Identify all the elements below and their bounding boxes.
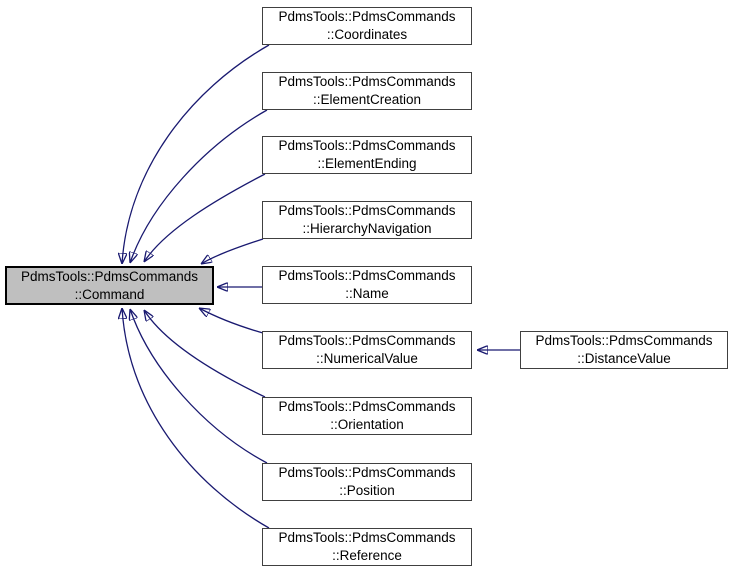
node-name-line2: ::Name [345,286,389,301]
edge-reference-to-command [122,308,270,529]
node-command[interactable]: PdmsTools::PdmsCommands ::Command [5,266,214,305]
node-hierarchy-navigation-line2: ::HierarchyNavigation [302,221,432,236]
node-numerical-value-line1: PdmsTools::PdmsCommands [278,333,456,348]
node-numerical-value[interactable]: PdmsTools::PdmsCommands ::NumericalValue [262,331,472,369]
edge-position-to-command [130,309,268,464]
node-numerical-value-line2: ::NumericalValue [316,351,418,366]
edge-element-creation-to-command [130,109,268,263]
node-orientation[interactable]: PdmsTools::PdmsCommands ::Orientation [262,397,472,435]
node-distance-value-line1: PdmsTools::PdmsCommands [535,333,713,348]
node-name-line1: PdmsTools::PdmsCommands [278,268,456,283]
node-element-creation-line2: ::ElementCreation [312,92,422,107]
node-hierarchy-navigation-line1: PdmsTools::PdmsCommands [278,203,456,218]
edge-numerical-value-to-command [199,308,264,334]
edge-hierarchy-navigation-to-command [201,238,264,264]
node-position[interactable]: PdmsTools::PdmsCommands ::Position [262,463,472,501]
node-distance-value[interactable]: PdmsTools::PdmsCommands ::DistanceValue [520,331,728,369]
node-name[interactable]: PdmsTools::PdmsCommands ::Name [262,266,472,304]
edge-orientation-to-command [144,310,266,398]
node-element-ending-line2: ::ElementEnding [317,156,417,171]
node-coordinates[interactable]: PdmsTools::PdmsCommands ::Coordinates [262,7,472,45]
node-position-line1: PdmsTools::PdmsCommands [278,465,456,480]
node-command-line2: ::Command [74,286,145,302]
edge-coordinates-to-command [122,44,270,264]
edge-element-ending-to-command [144,173,266,262]
node-position-line2: ::Position [339,483,395,498]
node-coordinates-line1: PdmsTools::PdmsCommands [278,9,456,24]
node-reference-line2: ::Reference [332,548,402,563]
node-element-creation[interactable]: PdmsTools::PdmsCommands ::ElementCreatio… [262,72,472,110]
node-coordinates-line2: ::Coordinates [326,27,408,42]
node-orientation-line2: ::Orientation [330,417,404,432]
node-element-ending-line1: PdmsTools::PdmsCommands [278,138,456,153]
node-hierarchy-navigation[interactable]: PdmsTools::PdmsCommands ::HierarchyNavig… [262,201,472,239]
node-orientation-line1: PdmsTools::PdmsCommands [278,399,456,414]
node-reference-line1: PdmsTools::PdmsCommands [278,530,456,545]
node-distance-value-line2: ::DistanceValue [577,351,671,366]
node-reference[interactable]: PdmsTools::PdmsCommands ::Reference [262,528,472,566]
node-element-ending[interactable]: PdmsTools::PdmsCommands ::ElementEnding [262,136,472,174]
node-element-creation-line1: PdmsTools::PdmsCommands [278,74,456,89]
node-command-line1: PdmsTools::PdmsCommands [20,268,199,284]
